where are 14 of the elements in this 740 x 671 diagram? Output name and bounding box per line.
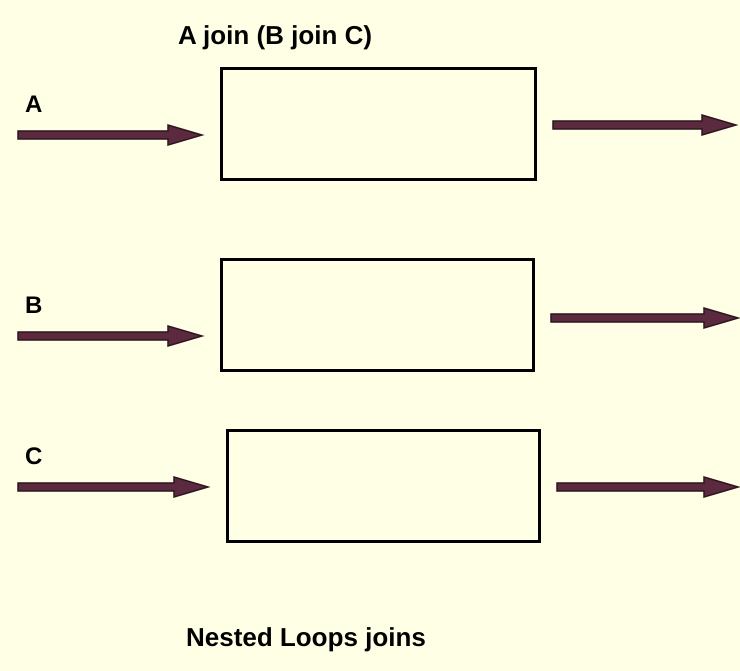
block-arrow	[17, 325, 205, 347]
edge-label: A	[25, 93, 42, 117]
block-arrow	[17, 124, 205, 146]
edge-label: B	[25, 294, 42, 318]
block-arrow	[552, 114, 739, 136]
diagram-caption: Nested Loops joins	[186, 624, 426, 650]
block-arrow	[550, 307, 740, 329]
block-arrow	[17, 476, 211, 498]
diagram-title: A join (B join C)	[178, 22, 372, 48]
edge-label: C	[25, 445, 42, 469]
block-arrow	[556, 476, 740, 498]
empty-box	[220, 67, 537, 181]
empty-box	[220, 258, 535, 372]
empty-box	[226, 429, 541, 543]
